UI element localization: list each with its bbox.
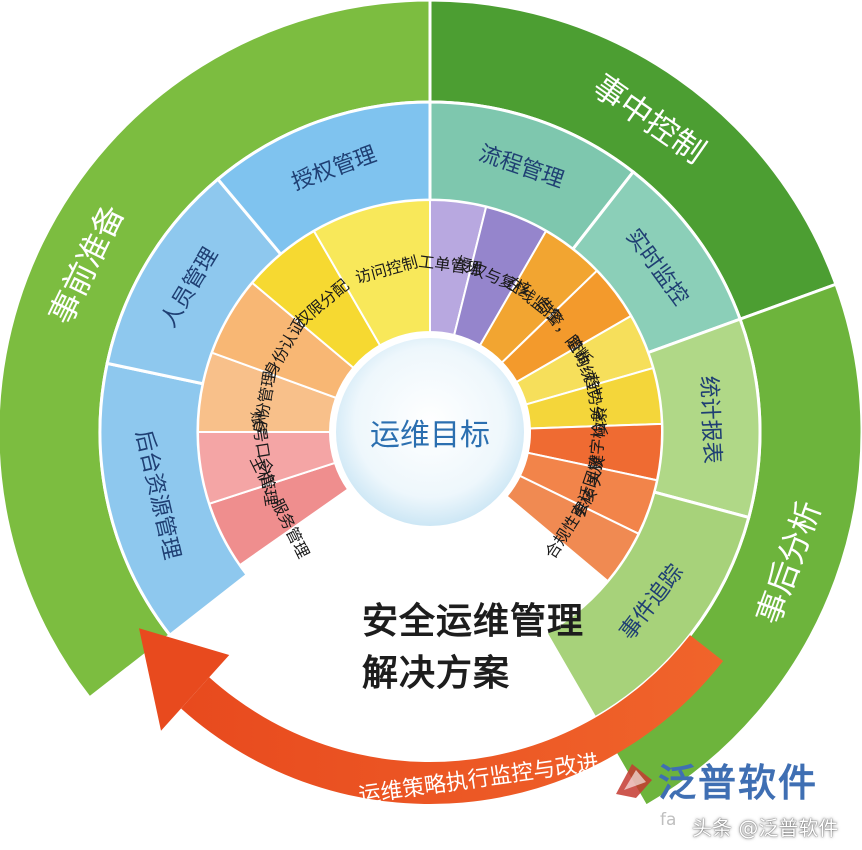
solution-line2: 解决方案 [362, 653, 511, 694]
cycle-arrow-body [181, 635, 724, 804]
center-label: 运维目标 [370, 418, 490, 453]
center-hub [332, 334, 528, 530]
cycle-arrow [139, 628, 724, 804]
solution-line1: 安全运维管理 [362, 601, 585, 642]
item-sector [505, 474, 640, 583]
category-ring [98, 100, 762, 720]
item-ring [196, 198, 663, 583]
brand-name: 泛普软件 [658, 761, 819, 805]
brand-mark-icon [616, 763, 652, 798]
watermark: 头条 @泛普软件 [692, 816, 839, 840]
cycle-arrow-head [139, 628, 230, 731]
solution-title: 安全运维管理 解决方案 [362, 596, 584, 700]
brand-url: fa [660, 810, 677, 830]
brand-logo: 泛普软件 [610, 752, 818, 807]
category-label: 统计报表 [695, 375, 724, 464]
